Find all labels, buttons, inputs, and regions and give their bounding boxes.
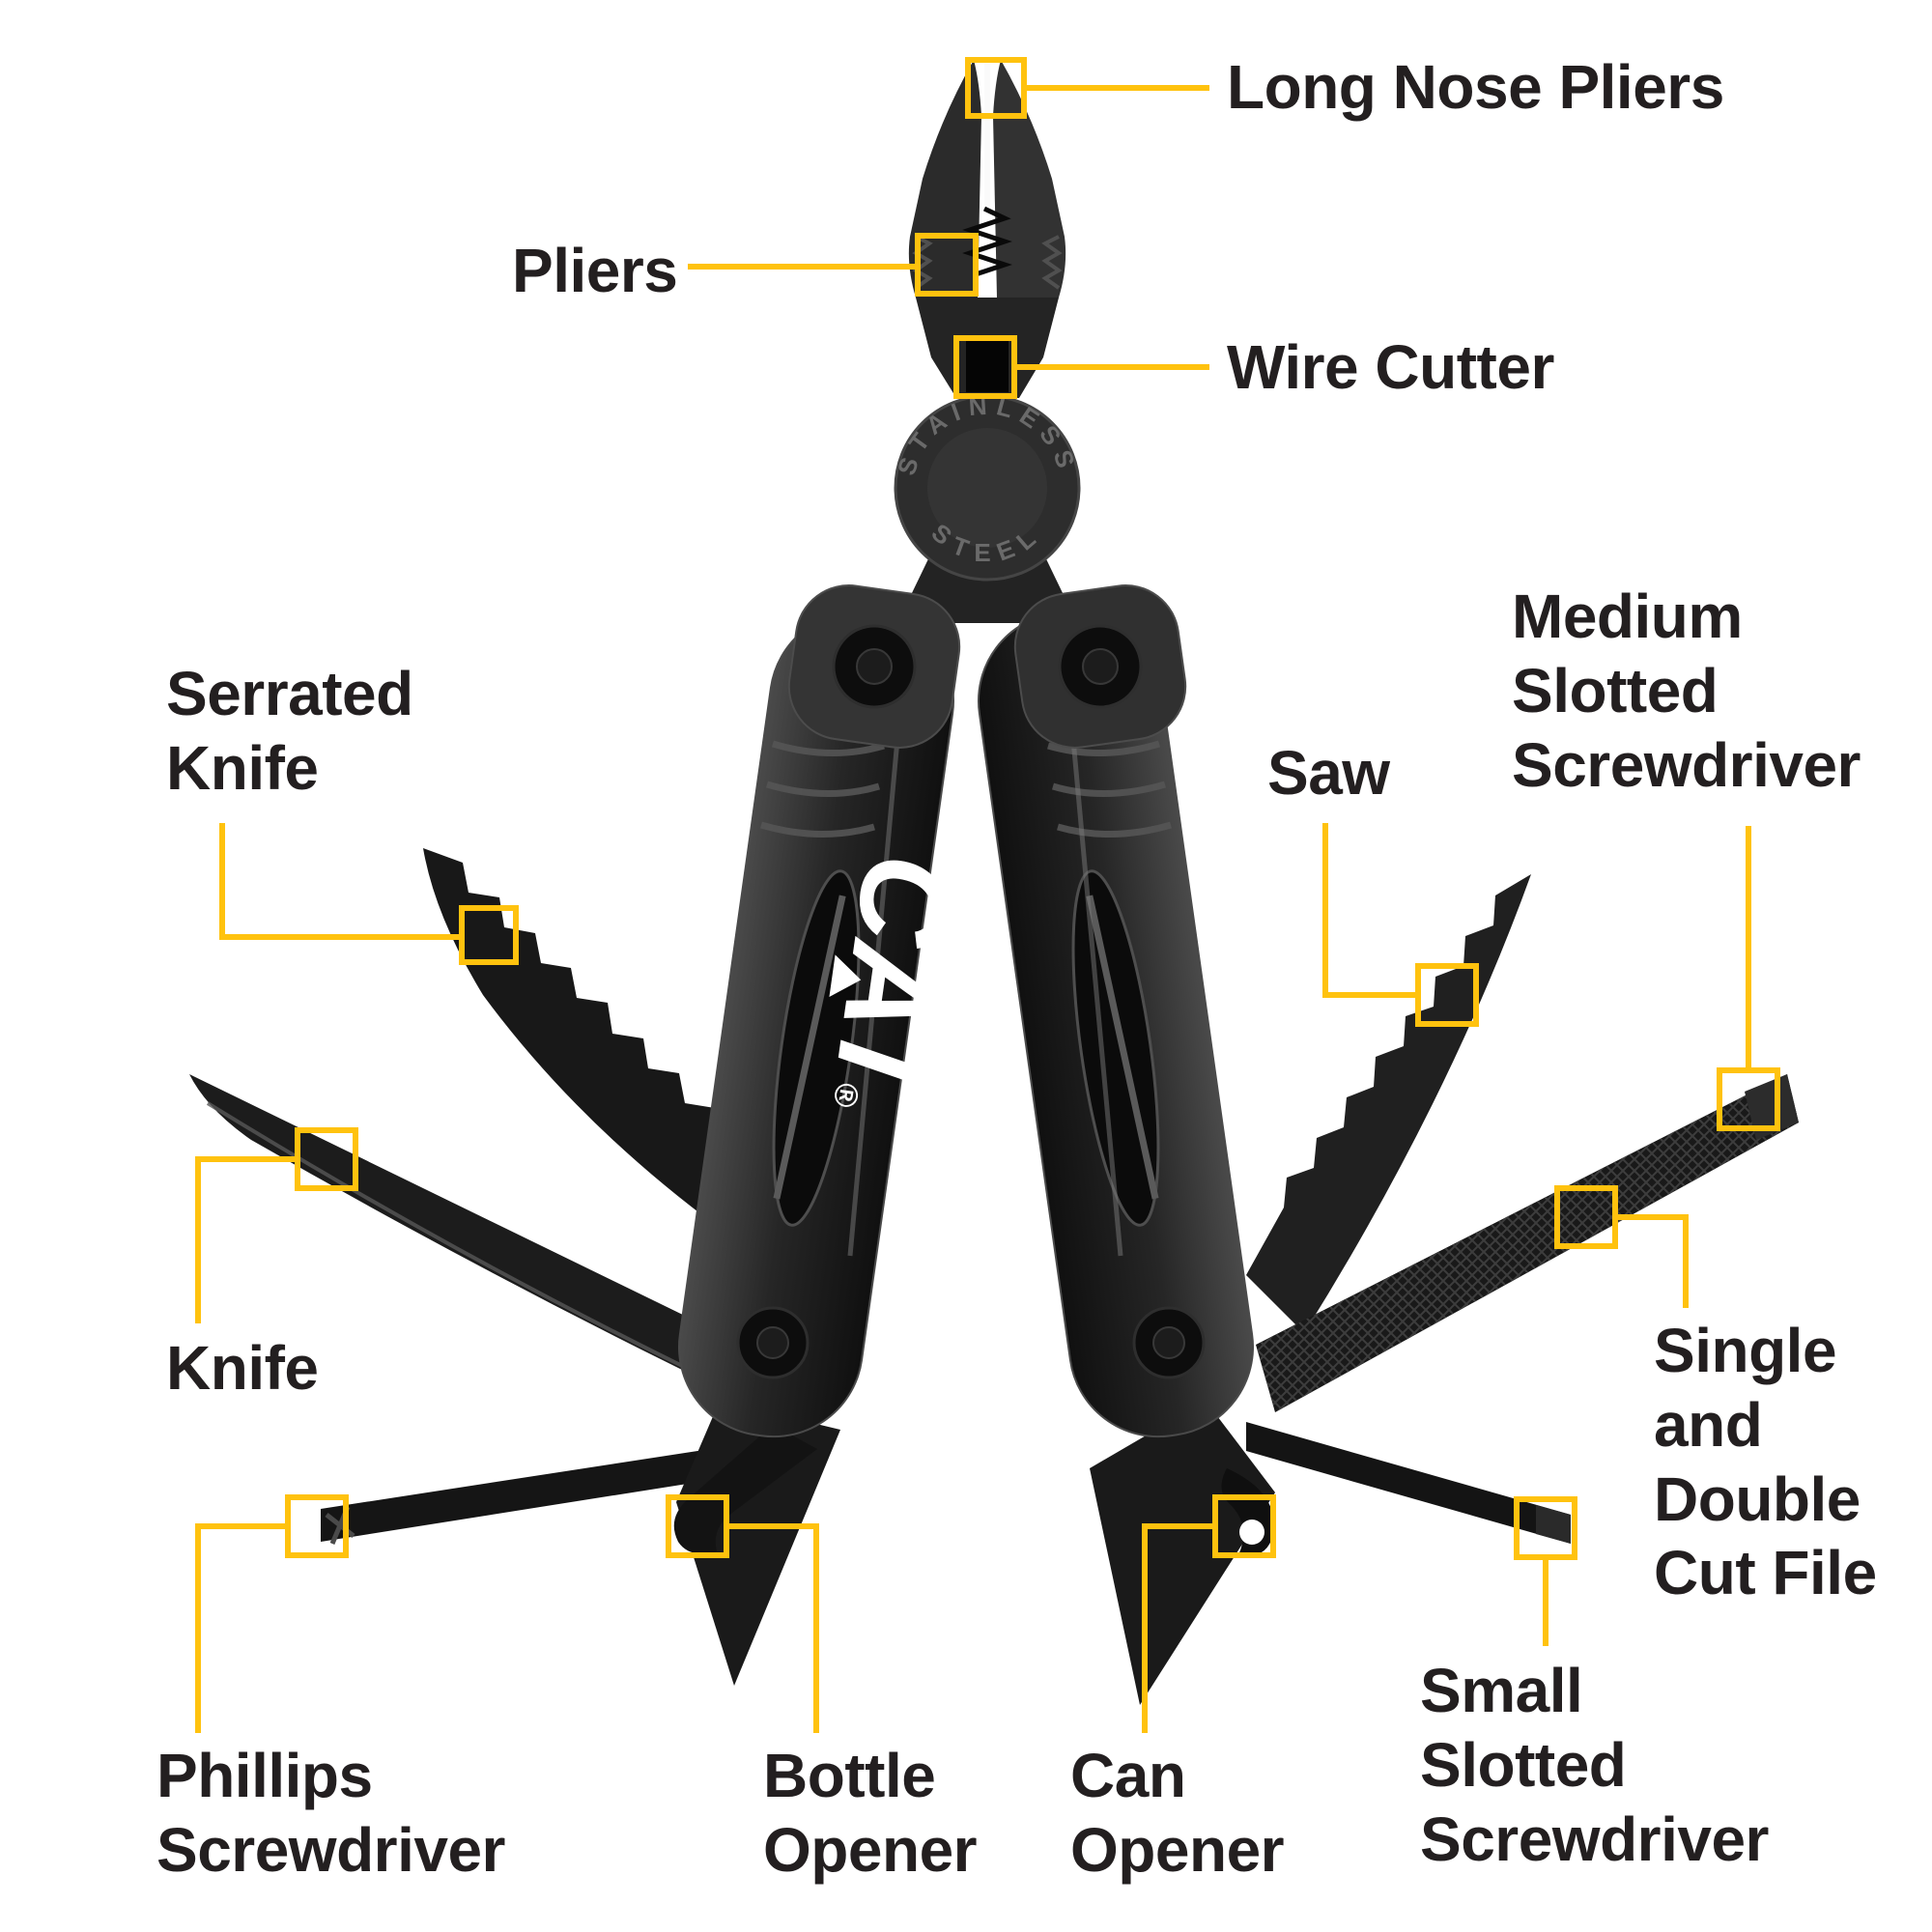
small-screwdriver-tip [1536, 1505, 1571, 1544]
medium-screwdriver-tip [1745, 1074, 1799, 1140]
grip-ribs [760, 740, 1172, 838]
callout-line-knife [195, 1156, 296, 1323]
pivot-disc-inner [927, 428, 1047, 548]
bottle-opener-hook [673, 1425, 817, 1554]
callout-box-can-opener [1212, 1494, 1276, 1558]
callout-box-saw [1415, 963, 1479, 1027]
saw-blade [1246, 874, 1531, 1333]
brand-logo-triangle [829, 954, 862, 997]
label-long-nose-pliers: Long Nose Pliers [1227, 52, 1724, 122]
label-file: Single and Double Cut File [1654, 1316, 1877, 1608]
label-wire-cutter: Wire Cutter [1227, 332, 1554, 402]
callout-line-can-opener [1142, 1523, 1213, 1733]
small-screwdriver-blade [1246, 1422, 1571, 1544]
callout-box-bottle-opener [666, 1494, 729, 1558]
label-can-opener: Can Opener [1070, 1741, 1285, 1885]
knife-blade [189, 1074, 823, 1437]
left-pivot-screw-center [856, 648, 893, 685]
jaw-teeth [962, 206, 1012, 277]
callout-box-file [1554, 1185, 1618, 1249]
right-handle-highlight [1065, 675, 1123, 1257]
left-lower-screw-center [756, 1326, 789, 1359]
callout-box-small-slotted-screwdriver [1514, 1496, 1577, 1560]
label-saw: Saw [1267, 738, 1390, 808]
blades-layer [189, 848, 1799, 1705]
callout-line-serrated-knife [219, 823, 460, 940]
label-serrated-knife: Serrated Knife [166, 659, 413, 803]
label-small-slotted-screwdriver: Small Slotted Screwdriver [1420, 1656, 1769, 1874]
callout-box-serrated-knife [459, 905, 519, 965]
callout-box-long-nose-pliers [965, 57, 1027, 119]
right-jaw [993, 60, 1066, 298]
right-jaw-serrations [1041, 235, 1063, 290]
label-bottle-opener: Bottle Opener [763, 1741, 978, 1885]
callout-line-phillips-screwdriver [195, 1523, 286, 1733]
right-pivot-screw-center [1082, 648, 1119, 685]
right-lower-screw-center [1152, 1326, 1185, 1359]
jaw-slit [984, 64, 990, 207]
label-phillips-screwdriver: Phillips Screwdriver [156, 1741, 505, 1885]
can-opener-notch [1239, 1520, 1264, 1545]
callout-box-medium-slotted-screwdriver [1717, 1067, 1780, 1131]
phillips-screwdriver-blade [321, 1439, 773, 1542]
wire-cutter-notch [966, 340, 1009, 392]
callout-line-file [1617, 1214, 1689, 1308]
label-medium-slotted-screwdriver: Medium Slotted Screwdriver [1512, 582, 1861, 800]
file-texture [1256, 1074, 1799, 1412]
label-pliers: Pliers [512, 236, 678, 305]
left-handle-highlight [847, 675, 906, 1257]
callout-box-phillips-screwdriver [285, 1494, 349, 1558]
callout-box-pliers [915, 233, 979, 297]
label-knife: Knife [166, 1333, 319, 1403]
callout-box-wire-cutter [953, 335, 1017, 399]
callout-box-knife [295, 1127, 358, 1191]
brand-registered-mark: ® [826, 1081, 866, 1110]
callout-line-saw [1322, 823, 1416, 998]
callouts [195, 57, 1780, 1733]
left-handle-point [676, 1401, 840, 1686]
handles-layer [677, 610, 1255, 1438]
left-jaw-serrations [912, 235, 933, 290]
callout-line-bottle-opener [728, 1523, 819, 1733]
head-layer: STAINLESS STEEL [787, 60, 1187, 749]
